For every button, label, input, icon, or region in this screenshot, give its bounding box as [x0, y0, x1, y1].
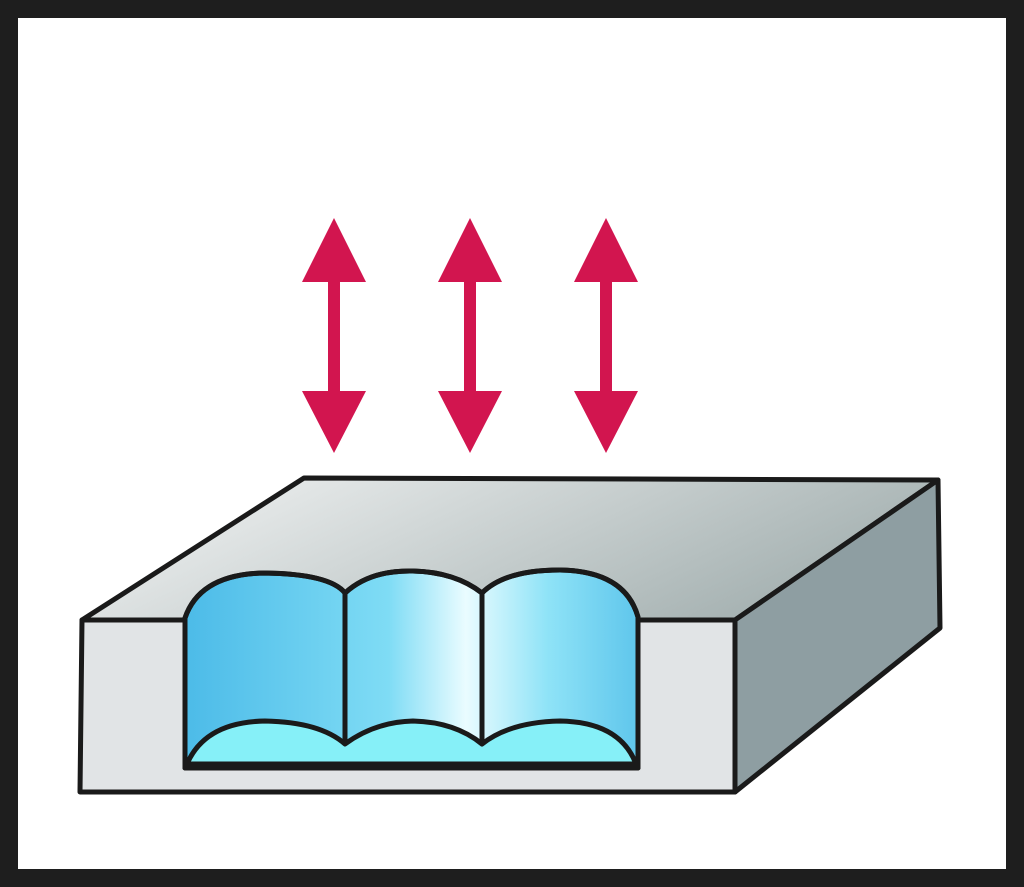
pocket-floor [184, 718, 639, 767]
milled-pocket-icon [182, 567, 641, 771]
double-headed-vertical-arrow-icon [438, 218, 502, 453]
pocket-outline [182, 567, 641, 771]
arrow-group [302, 218, 638, 453]
double-headed-vertical-arrow-icon [302, 218, 366, 453]
double-headed-vertical-arrow-icon [574, 218, 638, 453]
